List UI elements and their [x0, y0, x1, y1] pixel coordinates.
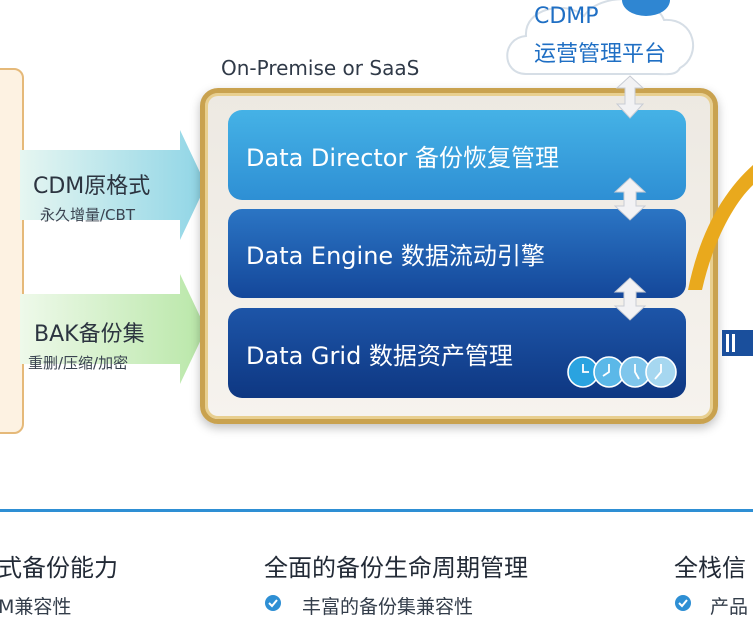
- feature-title-1: 式备份能力: [0, 554, 118, 582]
- layer-director-label: Data Director 备份恢复管理: [246, 143, 559, 172]
- deploy-label: On-Premise or SaaS: [221, 56, 420, 80]
- cloud-subtitle: 运营管理平台: [534, 42, 667, 67]
- flow-arrows: [613, 75, 647, 321]
- layer-engine-label: Data Engine 数据流动引擎: [246, 242, 545, 270]
- bak-arrow: [20, 274, 206, 384]
- cdm-format-subtitle: 永久增量/CBT: [40, 206, 135, 224]
- cloud-title: CDMP: [534, 4, 599, 29]
- cdm-format-title: CDM原格式: [33, 174, 151, 199]
- source-panel: [0, 68, 24, 434]
- feature-title-3: 全栈信: [674, 554, 746, 582]
- clocks-icon: [567, 356, 677, 388]
- check-icon: [265, 595, 281, 611]
- layer-grid-label: Data Grid 数据资产管理: [246, 341, 513, 370]
- bak-title: BAK备份集: [34, 322, 145, 347]
- cdm-format-arrow: [20, 130, 206, 240]
- engine-grid-arrow: [613, 277, 647, 321]
- director-engine-arrow: [613, 177, 647, 221]
- layer-data-director: Data Director 备份恢复管理: [228, 110, 686, 200]
- cloud-link-arrow: [615, 75, 645, 119]
- bak-subtitle: 重删/压缩/加密: [28, 354, 129, 372]
- input-arrows: [20, 130, 206, 384]
- layer-data-engine: Data Engine 数据流动引擎: [228, 209, 686, 298]
- right-decoration: [688, 165, 753, 356]
- section-divider: [0, 509, 753, 512]
- feature-title-2: 全面的备份生命周期管理: [264, 554, 528, 582]
- check-icon: [675, 595, 691, 611]
- cdmp-logo-icon: [622, 0, 670, 16]
- cloud-shape: [506, 0, 695, 76]
